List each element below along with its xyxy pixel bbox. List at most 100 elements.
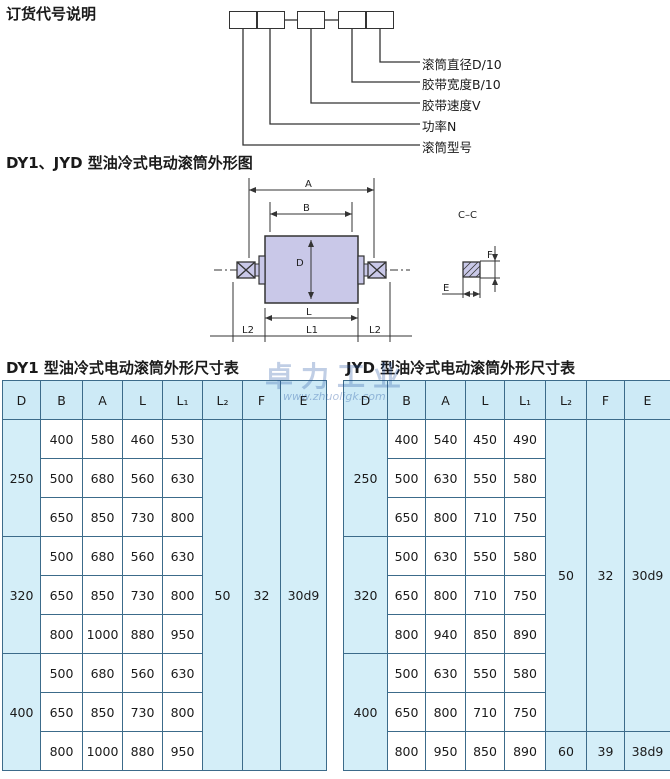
code-box-1 bbox=[229, 11, 257, 29]
header-A: A bbox=[82, 380, 123, 420]
table-row: 500 630 550 580 bbox=[344, 458, 670, 498]
table-cell: 650 bbox=[387, 497, 426, 537]
header-L2: L₂ bbox=[545, 380, 587, 420]
table-cell: 630 bbox=[162, 458, 203, 498]
table-cell: 940 bbox=[425, 614, 466, 654]
table-cell: 540 bbox=[425, 419, 466, 459]
table-cell: 880 bbox=[122, 614, 163, 654]
table-cell: 950 bbox=[425, 731, 466, 771]
table-cell: 800 bbox=[162, 575, 203, 615]
header-F: F bbox=[242, 380, 281, 420]
header-D: D bbox=[343, 380, 388, 420]
table-cell: 650 bbox=[40, 575, 83, 615]
table-cell: 1000 bbox=[82, 731, 123, 771]
table-cell: 850 bbox=[82, 497, 123, 537]
table-row: 250 400 580 460 530 50 32 30d9 bbox=[2, 419, 327, 771]
cell-E-shared: 30d9 bbox=[624, 419, 670, 732]
dy1-table-title: DY1 型油冷式电动滚筒外形尺寸表 bbox=[6, 359, 239, 377]
legend-roller-model: 滚筒型号 bbox=[422, 140, 473, 155]
table-row: 320 500 680 560 630 bbox=[2, 536, 327, 654]
cell-F-shared: 32 bbox=[242, 419, 281, 771]
section-E: E bbox=[443, 283, 449, 294]
table-cell: 650 bbox=[387, 575, 426, 615]
table-row: 800 950 850 890 60 39 38d9 bbox=[344, 731, 670, 771]
cell-L2-shared: 50 bbox=[545, 419, 587, 732]
dim-L: L bbox=[306, 307, 312, 318]
watermark-logo: 卓力工业 bbox=[265, 360, 410, 393]
table-cell: 450 bbox=[465, 419, 505, 459]
table-cell: 630 bbox=[425, 536, 466, 576]
header-E: E bbox=[624, 380, 670, 420]
table-cell: 710 bbox=[465, 497, 505, 537]
code-box-5 bbox=[366, 11, 394, 29]
dy1-dimension-table: D B A L L₁ L₂ F E 250 400 580 460 530 50… bbox=[2, 380, 327, 771]
cell-D: 400 bbox=[343, 653, 388, 771]
code-box-4 bbox=[338, 11, 366, 29]
cell-D: 400 bbox=[2, 653, 41, 771]
table-cell: 710 bbox=[465, 692, 505, 732]
table-cell: 800 bbox=[425, 692, 466, 732]
table-cell: 730 bbox=[122, 575, 163, 615]
table-cell: 560 bbox=[122, 653, 163, 693]
legend-belt-width: 胶带宽度B/10 bbox=[422, 77, 501, 92]
watermark-url: www.zhuoligk.com bbox=[283, 390, 386, 403]
code-box-2 bbox=[257, 11, 285, 29]
table-cell: 580 bbox=[82, 419, 123, 459]
table-cell: 580 bbox=[504, 653, 546, 693]
table-row: 800 1000 880 950 bbox=[3, 614, 327, 654]
table-cell: 710 bbox=[465, 575, 505, 615]
order-code-leader-lines bbox=[242, 19, 420, 146]
table-cell: 630 bbox=[425, 653, 466, 693]
table-cell: 400 bbox=[387, 419, 426, 459]
table-cell: 530 bbox=[162, 419, 203, 459]
dim-D: D bbox=[296, 258, 304, 269]
table-cell: 950 bbox=[162, 731, 203, 771]
table-cell: 500 bbox=[40, 536, 83, 576]
table-cell: 800 bbox=[40, 731, 83, 771]
cell-D: 320 bbox=[343, 536, 388, 654]
table-cell: 400 bbox=[40, 419, 83, 459]
table-cell: 680 bbox=[82, 458, 123, 498]
table-cell: 630 bbox=[162, 536, 203, 576]
legend-belt-speed: 胶带速度V bbox=[422, 98, 481, 113]
table-cell: 1000 bbox=[82, 614, 123, 654]
header-D: D bbox=[2, 380, 41, 420]
dim-A: A bbox=[305, 179, 312, 190]
table-cell: 680 bbox=[82, 536, 123, 576]
table-cell: 800 bbox=[40, 614, 83, 654]
table-cell: 580 bbox=[504, 536, 546, 576]
table-cell: 500 bbox=[387, 458, 426, 498]
table-cell: 950 bbox=[162, 614, 203, 654]
cell-D: 250 bbox=[2, 419, 41, 537]
table-cell: 890 bbox=[504, 731, 546, 771]
order-code-title: 订货代号说明 bbox=[6, 5, 97, 23]
table-cell: 630 bbox=[162, 653, 203, 693]
cell-D: 250 bbox=[343, 419, 388, 537]
table-row: 400 500 680 560 630 bbox=[2, 653, 327, 771]
header-B: B bbox=[40, 380, 83, 420]
header-L1: L₁ bbox=[504, 380, 546, 420]
table-cell: 560 bbox=[122, 536, 163, 576]
table-cell: 500 bbox=[40, 653, 83, 693]
header-E: E bbox=[280, 380, 327, 420]
table-cell: 460 bbox=[122, 419, 163, 459]
table-cell: 550 bbox=[465, 653, 505, 693]
table-row: 650 800 710 750 bbox=[344, 575, 670, 615]
table-cell: 490 bbox=[504, 419, 546, 459]
table-cell: 890 bbox=[504, 614, 546, 654]
section-title: C–C bbox=[458, 210, 477, 221]
table-cell: 850 bbox=[82, 575, 123, 615]
jyd-table-title: JYD 型油冷式电动滚筒外形尺寸表 bbox=[346, 359, 576, 377]
table-cell: 750 bbox=[504, 497, 546, 537]
table-cell: 500 bbox=[40, 458, 83, 498]
table-row: 650 850 730 800 bbox=[3, 497, 327, 537]
header-L2: L₂ bbox=[202, 380, 243, 420]
table-cell: 650 bbox=[387, 692, 426, 732]
cell-E-last: 38d9 bbox=[624, 731, 670, 771]
legend-power: 功率N bbox=[422, 119, 457, 134]
cell-L2-last: 60 bbox=[545, 731, 587, 771]
table-cell: 560 bbox=[122, 458, 163, 498]
header-A: A bbox=[425, 380, 466, 420]
figure-title: DY1、JYD 型油冷式电动滚筒外形图 bbox=[6, 154, 253, 172]
header-B: B bbox=[387, 380, 426, 420]
